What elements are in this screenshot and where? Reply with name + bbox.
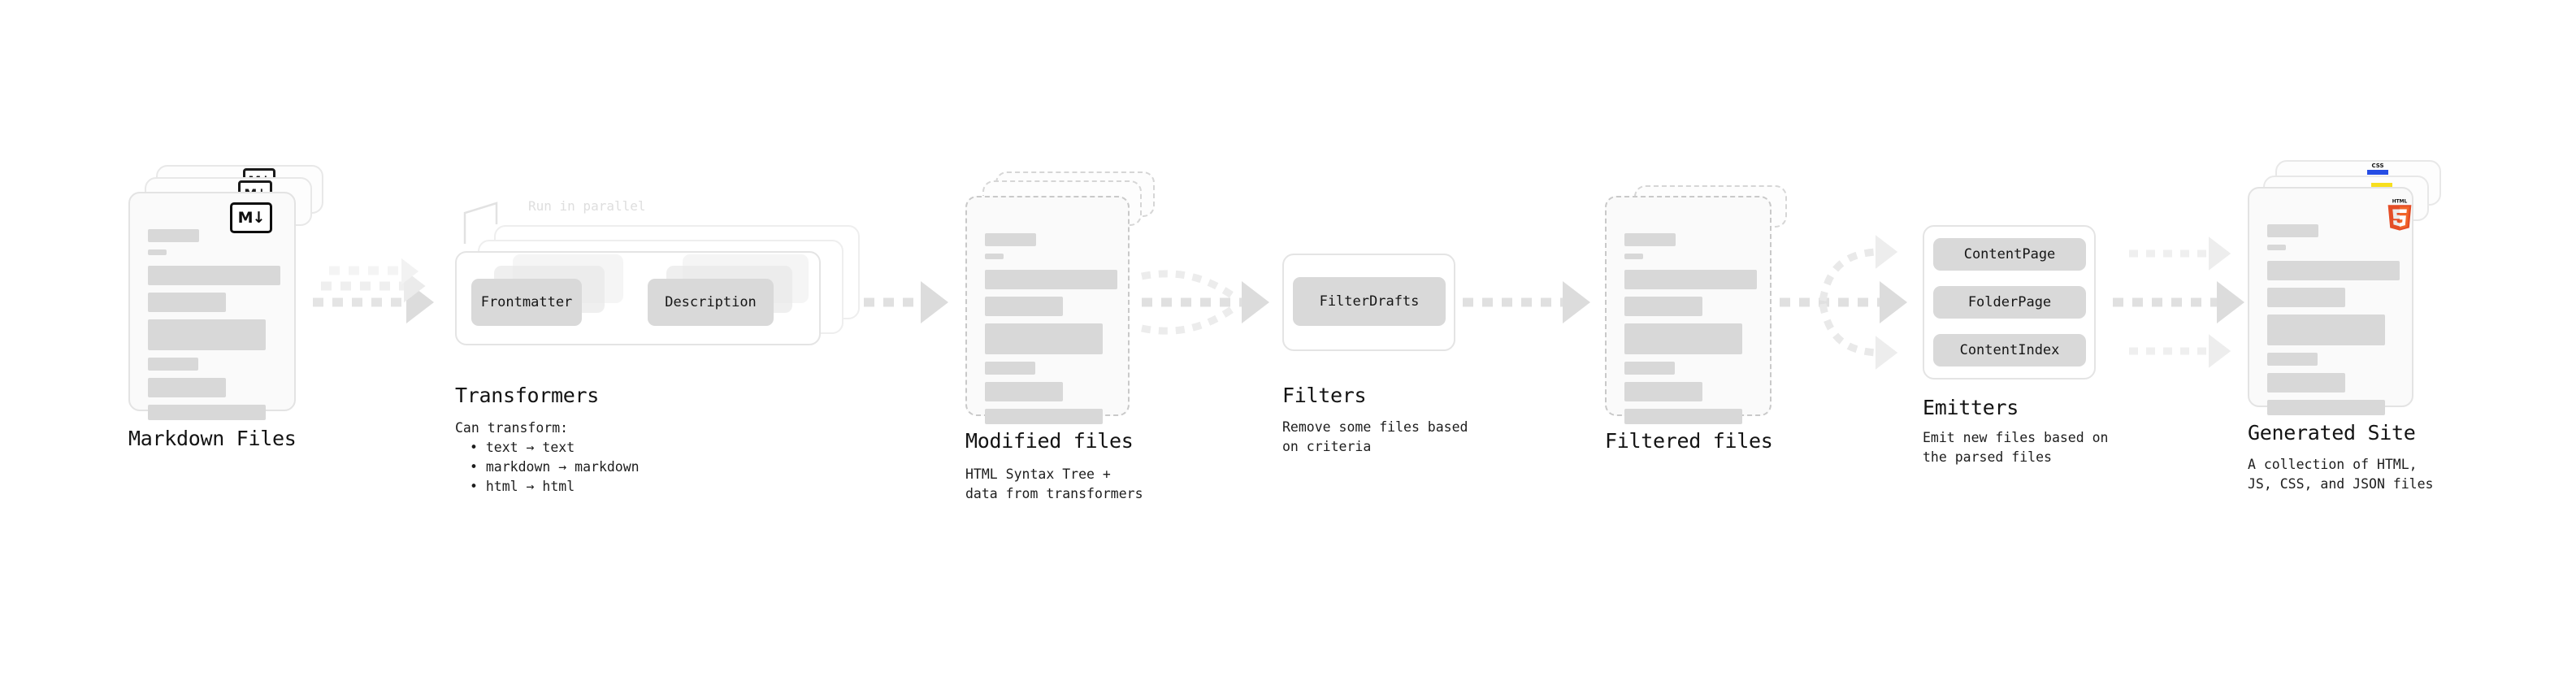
bullet-item: • text → text — [470, 440, 575, 455]
filter-chip-filterdrafts[interactable]: FilterDrafts — [1293, 277, 1446, 326]
run-in-parallel-bracket — [463, 202, 498, 244]
content-bar — [985, 270, 1117, 289]
stage-desc-filters: Remove some files based on criteria — [1282, 419, 1468, 454]
content-bar — [148, 319, 266, 350]
content-bar — [2267, 288, 2345, 307]
content-bar — [985, 323, 1103, 354]
css-icon-label: CSS — [2371, 163, 2384, 169]
content-bar — [148, 378, 226, 397]
connector-filters-to-filtered — [1463, 281, 1590, 323]
bullet-item: • markdown → markdown — [470, 459, 640, 475]
html5-icon: HTML — [2386, 197, 2413, 232]
generated-site-card[interactable] — [2248, 187, 2413, 415]
content-bar — [148, 266, 280, 285]
content-bar — [2267, 261, 2400, 280]
emitter-chip-contentpage[interactable]: ContentPage — [1933, 238, 2086, 271]
content-bar — [1624, 254, 1643, 259]
connector-filtered-to-emitters — [1780, 235, 1907, 370]
modified-card-content — [985, 233, 1117, 432]
content-bar — [2267, 245, 2286, 250]
css-icon: CSS — [2367, 163, 2388, 175]
content-bar — [985, 297, 1063, 316]
content-bar — [1624, 382, 1702, 401]
emitter-chip-folderpage[interactable]: FolderPage — [1933, 286, 2086, 319]
content-bar — [1624, 233, 1676, 246]
markdown-icon: M↓ — [230, 202, 272, 233]
connector-emitters-to-generated — [2113, 236, 2244, 368]
generated-card-content — [2267, 224, 2400, 423]
markdown-card-content — [148, 229, 280, 427]
connector-markdown-to-transformers — [313, 258, 434, 323]
content-bar — [2267, 373, 2345, 393]
content-bar — [2267, 314, 2385, 345]
stage-desc-modified-files: HTML Syntax Tree + data from transformer… — [965, 466, 1143, 501]
stage-title-generated-site: Generated Site — [2248, 421, 2416, 445]
emitter-chip-contentindex[interactable]: ContentIndex — [1933, 334, 2086, 367]
html5-icon-svg: HTML — [2387, 200, 2412, 231]
content-bar — [985, 254, 1004, 259]
connector-modified-to-filters — [1141, 270, 1269, 335]
filtered-card-content — [1624, 233, 1757, 432]
filtered-file-card[interactable] — [1605, 196, 1772, 424]
content-bar — [148, 358, 198, 371]
content-bar — [1624, 270, 1757, 289]
modified-file-card[interactable] — [965, 196, 1130, 424]
content-bar — [2267, 224, 2318, 237]
content-bar — [148, 229, 199, 242]
content-bar — [1624, 297, 1702, 316]
svg-text:HTML: HTML — [2392, 200, 2408, 205]
content-bar — [985, 233, 1036, 246]
content-bar — [2267, 400, 2385, 415]
content-bar — [985, 382, 1063, 401]
stage-title-markdown-files: Markdown Files — [128, 427, 297, 450]
content-bar — [148, 249, 167, 255]
stage-title-filters: Filters — [1282, 384, 1367, 407]
bullet-item: • html → html — [470, 479, 575, 494]
content-bar — [2267, 353, 2318, 366]
content-bar — [1624, 409, 1742, 424]
content-bar — [148, 405, 266, 420]
stage-title-modified-files: Modified files — [965, 429, 1134, 453]
content-bar — [985, 362, 1035, 375]
content-bar — [148, 293, 226, 312]
stage-desc-emitters: Emit new files based on the parsed files — [1923, 430, 2109, 465]
run-in-parallel-label: Run in parallel — [528, 198, 646, 214]
stage-desc-generated-site: A collection of HTML, JS, CSS, and JSON … — [2248, 457, 2434, 492]
content-bar — [1624, 362, 1675, 375]
stage-title-emitters: Emitters — [1923, 396, 2019, 419]
content-bar — [1624, 323, 1742, 354]
transformers-bullet-list: • text → text • markdown → markdown • ht… — [470, 438, 640, 497]
stage-desc-transformers: Can transform: — [455, 420, 569, 436]
stage-title-transformers: Transformers — [455, 384, 600, 407]
stage-title-filtered-files: Filtered files — [1605, 429, 1773, 453]
content-bar — [985, 409, 1103, 424]
transformer-chip-description[interactable]: Description — [648, 279, 774, 326]
transformer-chip-frontmatter[interactable]: Frontmatter — [471, 279, 582, 326]
markdown-icon-glyph: M↓ — [237, 208, 266, 227]
